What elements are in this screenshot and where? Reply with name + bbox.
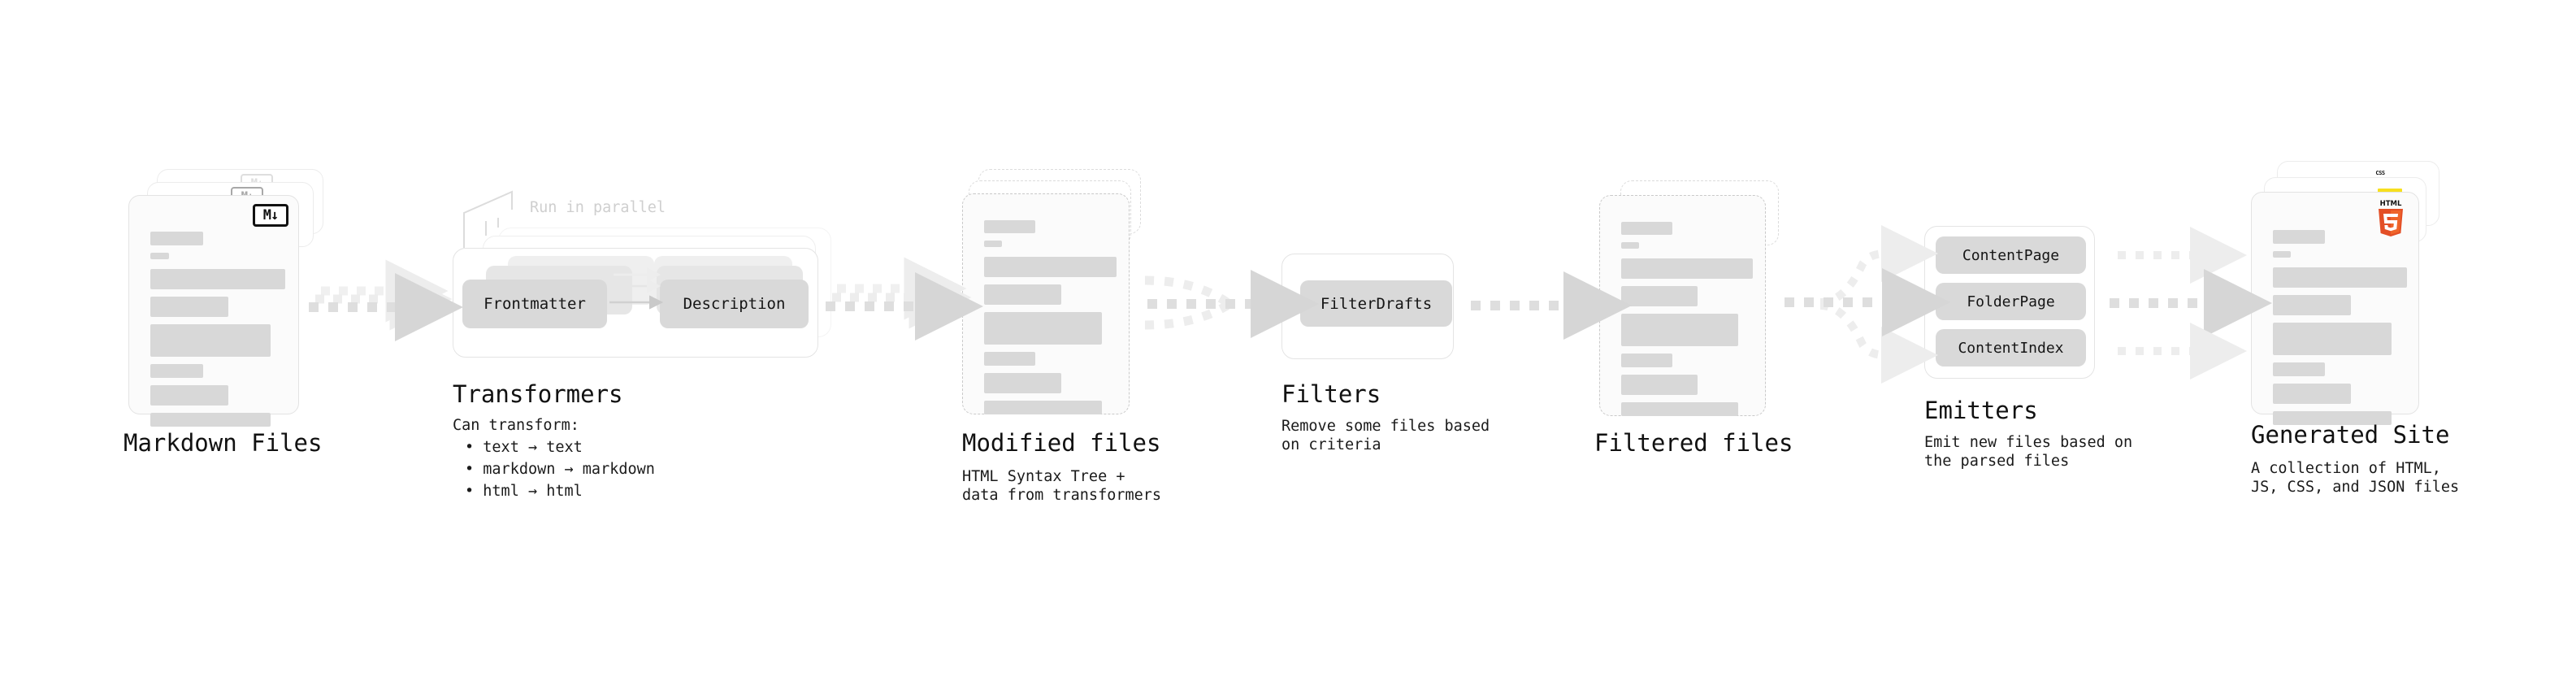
connector-transformers-to-modified bbox=[826, 257, 983, 340]
markdown-file-card: M↓ bbox=[128, 195, 299, 427]
bar bbox=[984, 220, 1035, 233]
bar bbox=[1621, 242, 1639, 249]
stage-title-generated-site: Generated Site bbox=[2251, 421, 2450, 449]
chip-folderpage[interactable]: FolderPage bbox=[1936, 283, 2086, 320]
chip-frontmatter[interactable]: Frontmatter bbox=[462, 280, 607, 328]
transformers-bullet-0: • text → text bbox=[465, 439, 583, 456]
markdown-card-bars bbox=[150, 232, 285, 434]
bar bbox=[2273, 362, 2325, 376]
generated-card-bars bbox=[2273, 230, 2407, 432]
connector-emitters-to-site bbox=[2110, 227, 2272, 380]
emitters-subtitle: Emit new files based on the parsed files bbox=[1924, 434, 2133, 470]
bullet-text: html → html bbox=[483, 483, 583, 500]
bar bbox=[984, 284, 1061, 305]
stage-title-emitters: Emitters bbox=[1924, 397, 2038, 424]
bar bbox=[984, 241, 1002, 247]
markdown-badge-icon: M↓ bbox=[253, 204, 288, 227]
bar bbox=[984, 257, 1117, 277]
bar bbox=[2273, 384, 2351, 404]
filters-subtitle: Remove some files based on criteria bbox=[1281, 418, 1490, 453]
bar bbox=[1621, 375, 1698, 395]
bar bbox=[150, 324, 271, 357]
bar bbox=[984, 352, 1035, 366]
bar bbox=[1621, 354, 1672, 367]
chip-filterdrafts[interactable]: FilterDrafts bbox=[1300, 280, 1452, 327]
transformers-subtitle: Can transform: bbox=[453, 417, 579, 434]
run-in-parallel-label: Run in parallel bbox=[530, 199, 666, 216]
bar bbox=[2273, 323, 2392, 355]
chip-description[interactable]: Description bbox=[660, 280, 809, 328]
generated-site-subtitle: A collection of HTML, JS, CSS, and JSON … bbox=[2251, 460, 2460, 496]
bar bbox=[150, 232, 203, 245]
html5-badge-icon: HTML bbox=[2379, 200, 2403, 236]
generated-site-card: HTML bbox=[2251, 192, 2419, 425]
modified-files-subtitle: HTML Syntax Tree + data from transformer… bbox=[962, 468, 1162, 504]
bar bbox=[1621, 314, 1738, 346]
bar bbox=[984, 401, 1102, 414]
bar bbox=[150, 269, 285, 289]
bar bbox=[150, 364, 203, 378]
filtered-file-card bbox=[1599, 195, 1766, 416]
filtered-card-bars bbox=[1621, 222, 1753, 423]
bullet-text: text → text bbox=[483, 439, 583, 456]
stage-title-markdown-files: Markdown Files bbox=[124, 429, 323, 457]
bar bbox=[150, 385, 228, 406]
bar bbox=[1621, 402, 1738, 416]
bar bbox=[2273, 251, 2291, 258]
bar bbox=[2273, 230, 2325, 244]
bullet-text: markdown → markdown bbox=[483, 461, 655, 478]
modified-card-bars bbox=[984, 220, 1117, 422]
bar bbox=[1621, 258, 1753, 279]
chip-contentindex[interactable]: ContentIndex bbox=[1936, 329, 2086, 367]
bar bbox=[1621, 286, 1698, 306]
bar bbox=[150, 253, 169, 259]
bar bbox=[150, 297, 228, 317]
stage-title-transformers: Transformers bbox=[453, 380, 623, 408]
modified-file-card bbox=[962, 193, 1130, 414]
bar bbox=[984, 373, 1061, 393]
css-badge-text: CSS bbox=[2375, 170, 2385, 176]
bar bbox=[2273, 267, 2407, 288]
svg-text:HTML: HTML bbox=[2380, 200, 2402, 208]
transformers-bullet-1: • markdown → markdown bbox=[465, 461, 655, 478]
transformers-bullet-2: • html → html bbox=[465, 483, 583, 500]
bar bbox=[2273, 295, 2351, 315]
stage-title-modified-files: Modified files bbox=[962, 429, 1161, 457]
bar bbox=[984, 312, 1102, 345]
bar bbox=[150, 413, 271, 427]
bar bbox=[2273, 411, 2392, 425]
stage-title-filtered-files: Filtered files bbox=[1594, 429, 1793, 457]
connector-modified-to-filters bbox=[1144, 270, 1319, 338]
chip-contentpage[interactable]: ContentPage bbox=[1936, 236, 2086, 274]
stage-title-filters: Filters bbox=[1281, 380, 1381, 408]
connector-markdown-to-transformers bbox=[309, 259, 463, 341]
connector-filtered-to-emitters bbox=[1785, 225, 1950, 384]
bar bbox=[1621, 222, 1672, 235]
